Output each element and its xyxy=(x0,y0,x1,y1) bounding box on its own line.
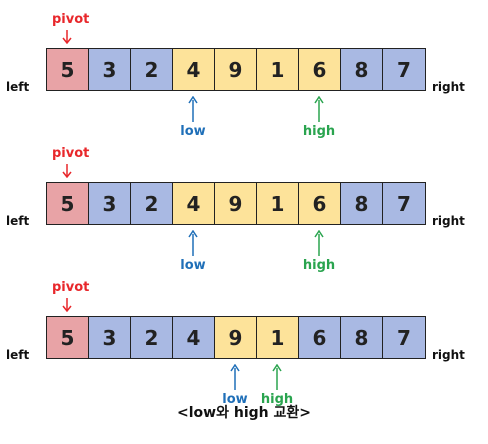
high-label: high xyxy=(260,392,294,407)
caption: <low와 high 교환> xyxy=(177,405,311,421)
array-cell: 3 xyxy=(89,317,131,358)
down-arrow-icon xyxy=(62,164,72,178)
up-arrow-icon xyxy=(230,364,240,390)
high-pointer: high xyxy=(299,96,339,139)
array-cell: 9 xyxy=(215,317,257,358)
pivot-label: pivot xyxy=(52,280,90,295)
up-arrow-icon xyxy=(188,230,198,256)
array-cell: 7 xyxy=(383,49,425,90)
high-label: high xyxy=(302,124,336,139)
left-label: left xyxy=(6,80,30,94)
high-pointer: high xyxy=(299,230,339,273)
array-cell: 3 xyxy=(89,183,131,224)
array-cell: 2 xyxy=(131,49,173,90)
low-pointer: low xyxy=(173,230,213,273)
low-pointer: low xyxy=(215,364,255,407)
array-cell: 6 xyxy=(299,317,341,358)
down-arrow-icon xyxy=(62,298,72,312)
low-label: low xyxy=(222,392,248,407)
array-cell: 6 xyxy=(299,183,341,224)
left-label: left xyxy=(6,348,30,362)
array-cell: 4 xyxy=(173,49,215,90)
pivot-label: pivot xyxy=(52,12,90,27)
array-cell: 5 xyxy=(47,49,89,90)
array-cell: 7 xyxy=(383,317,425,358)
low-label: low xyxy=(180,124,206,139)
array-cell: 9 xyxy=(215,183,257,224)
array-cell: 8 xyxy=(341,183,383,224)
up-arrow-icon xyxy=(272,364,282,390)
array-cell: 7 xyxy=(383,183,425,224)
array-cell: 5 xyxy=(47,183,89,224)
up-arrow-icon xyxy=(188,96,198,122)
right-label: right xyxy=(432,214,465,228)
right-label: right xyxy=(432,80,465,94)
array-cell: 4 xyxy=(173,317,215,358)
low-label: low xyxy=(180,258,206,273)
right-label: right xyxy=(432,348,465,362)
array-cell: 8 xyxy=(341,317,383,358)
left-label: left xyxy=(6,214,30,228)
array-cell: 6 xyxy=(299,49,341,90)
array-cell: 2 xyxy=(131,183,173,224)
array-cell: 2 xyxy=(131,317,173,358)
array-cell: 1 xyxy=(257,317,299,358)
array-cell: 4 xyxy=(173,183,215,224)
high-label: high xyxy=(302,258,336,273)
up-arrow-icon xyxy=(314,96,324,122)
pivot-label: pivot xyxy=(52,146,90,161)
array-cell: 3 xyxy=(89,49,131,90)
array-cell: 1 xyxy=(257,49,299,90)
array-cell: 9 xyxy=(215,49,257,90)
low-pointer: low xyxy=(173,96,213,139)
array-cell: 1 xyxy=(257,183,299,224)
array-cell: 5 xyxy=(47,317,89,358)
high-pointer: high xyxy=(257,364,297,407)
down-arrow-icon xyxy=(62,30,72,44)
up-arrow-icon xyxy=(314,230,324,256)
array-cell: 8 xyxy=(341,49,383,90)
